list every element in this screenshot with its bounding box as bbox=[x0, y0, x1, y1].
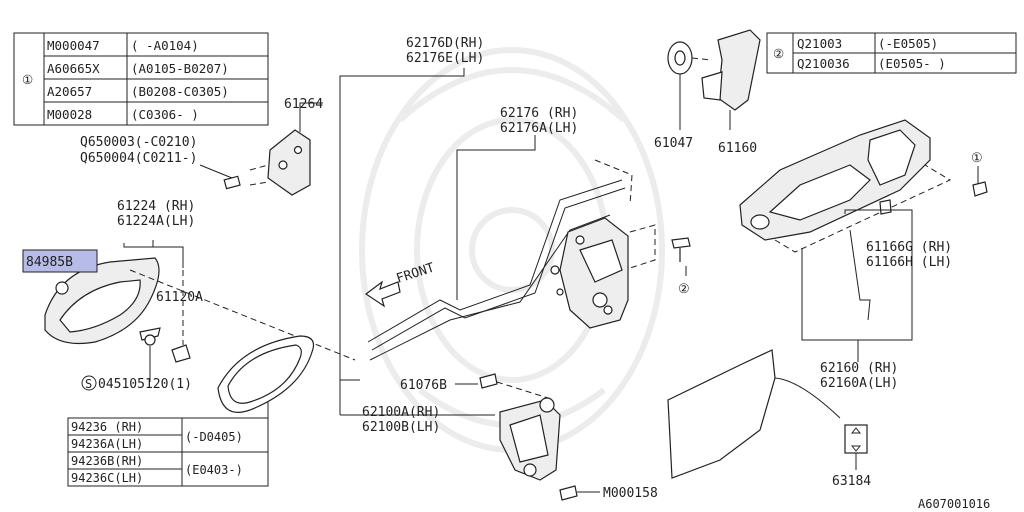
table3-part: 94236C(LH) bbox=[71, 471, 143, 485]
table2-row-range: (E0505- ) bbox=[878, 56, 946, 71]
table1-row-range: (C0306- ) bbox=[131, 107, 199, 122]
part-label-q650003[interactable]: Q650003(-C0210) bbox=[80, 135, 197, 150]
part-label-62176d[interactable]: 62176D(RH) bbox=[406, 36, 484, 51]
part-label-m000158[interactable]: M000158 bbox=[603, 486, 658, 501]
part-label-61224a[interactable]: 61224A(LH) bbox=[117, 214, 195, 229]
leader-61166 bbox=[801, 209, 913, 341]
table1-row-range: (B0208-C0305) bbox=[131, 84, 229, 99]
table3-range: (E0403-) bbox=[185, 463, 243, 477]
table1-row-part: M00028 bbox=[47, 107, 92, 122]
table3-range: (-D0405) bbox=[185, 430, 243, 444]
leader-62176d bbox=[339, 68, 465, 415]
parts-table-2: ② Q21003 (-E0505) Q210036 (E0505- ) bbox=[766, 32, 1017, 74]
table1-row-range: ( -A0104) bbox=[131, 38, 199, 53]
part-label-045105120[interactable]: 045105120(1) bbox=[98, 377, 192, 392]
table1-row-part: M000047 bbox=[47, 38, 100, 53]
table3-part: 94236B(RH) bbox=[71, 454, 143, 468]
part-label-61160[interactable]: 61160 bbox=[718, 141, 757, 156]
part-label-62176e[interactable]: 62176E(LH) bbox=[406, 51, 484, 66]
lock-actuator-62100 bbox=[479, 373, 578, 501]
ref-marker-2: ② bbox=[678, 282, 690, 297]
front-arrow-icon bbox=[364, 280, 401, 308]
leader-61264 bbox=[299, 102, 323, 132]
ref-marker-1: ① bbox=[971, 151, 983, 166]
leader-q650003 bbox=[199, 164, 233, 179]
leader-61224 bbox=[123, 240, 184, 268]
part-label-62160[interactable]: 62160 (RH) bbox=[820, 361, 898, 376]
part-label-62100a[interactable]: 62100A(RH) bbox=[362, 405, 440, 420]
part-label-61224[interactable]: 61224 (RH) bbox=[117, 199, 195, 214]
inner-handle-61224 bbox=[44, 257, 356, 363]
screw-type-s-icon bbox=[81, 375, 97, 391]
lock-rods bbox=[367, 159, 633, 361]
parts-table-1: ① M000047 ( -A0104) A60665X (A0105-B0207… bbox=[13, 32, 269, 126]
part-label-61047[interactable]: 61047 bbox=[654, 136, 693, 151]
diagram-code: A607001016 bbox=[918, 497, 990, 511]
part-label-61076b[interactable]: 61076B bbox=[400, 378, 447, 393]
door-latch-assembly bbox=[550, 217, 691, 329]
table2-row-range: (-E0505) bbox=[878, 36, 938, 51]
table3-part: 94236 (RH) bbox=[71, 420, 143, 434]
screw-type-s-label: S bbox=[85, 377, 92, 391]
parts-table-3: 94236 (RH) 94236A(LH) (-D0405) 94236B(RH… bbox=[67, 417, 269, 487]
door-panel-63184 bbox=[667, 349, 868, 479]
striker-bracket-61264 bbox=[223, 129, 311, 196]
part-label-61264[interactable]: 61264 bbox=[284, 97, 323, 112]
table2-row-part: Q210036 bbox=[797, 56, 850, 71]
part-label-61166h[interactable]: 61166H (LH) bbox=[866, 255, 952, 270]
part-label-62160a[interactable]: 62160A(LH) bbox=[820, 376, 898, 391]
outer-door-handle bbox=[739, 119, 988, 321]
part-label-q650004[interactable]: Q650004(C0211-) bbox=[80, 151, 197, 166]
escutcheon-94236 bbox=[217, 335, 315, 413]
part-label-62176a[interactable]: 62176A(LH) bbox=[500, 121, 578, 136]
outer-handle-part-61160 bbox=[701, 29, 761, 111]
table3-part: 94236A(LH) bbox=[71, 437, 143, 451]
part-label-62176[interactable]: 62176 (RH) bbox=[500, 106, 578, 121]
table1-row-part: A20657 bbox=[47, 84, 92, 99]
part-label-61120a[interactable]: 61120A bbox=[156, 290, 203, 305]
table2-ref-marker: ② bbox=[773, 46, 784, 61]
table1-row-range: (A0105-B0207) bbox=[131, 61, 229, 76]
table1-ref-marker: ① bbox=[22, 72, 33, 87]
part-label-62100b[interactable]: 62100B(LH) bbox=[362, 420, 440, 435]
highlight-84985b[interactable] bbox=[22, 249, 98, 273]
part-label-61166g[interactable]: 61166G (RH) bbox=[866, 240, 952, 255]
leader-62176 bbox=[456, 135, 536, 300]
part-label-63184[interactable]: 63184 bbox=[832, 474, 871, 489]
table1-row-part: A60665X bbox=[47, 61, 100, 76]
table2-row-part: Q21003 bbox=[797, 36, 842, 51]
part-label-84985b[interactable]: 84985B bbox=[26, 255, 73, 270]
lock-cylinder-61047 bbox=[667, 41, 713, 75]
